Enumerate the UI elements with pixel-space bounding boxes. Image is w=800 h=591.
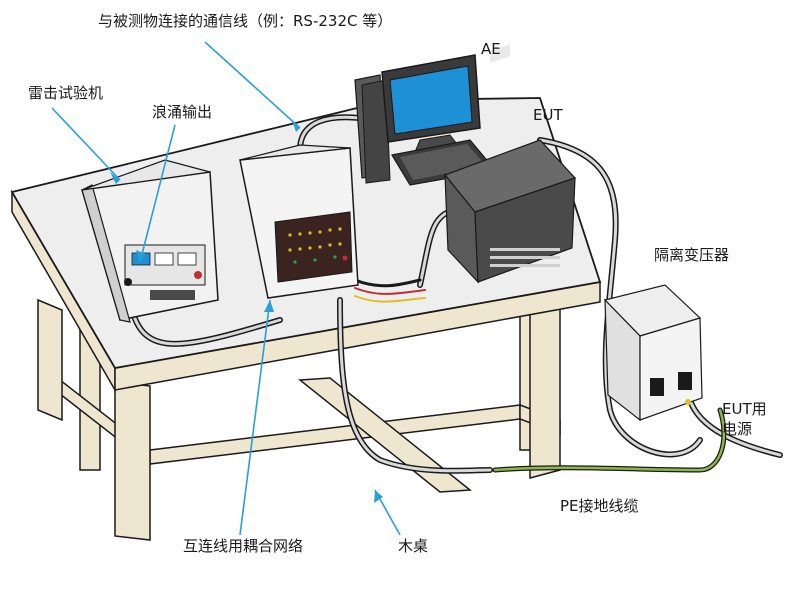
lightning-tester-label: 雷击试验机 [28,84,104,102]
isolation-transformer-unit [603,284,703,422]
cables [127,114,783,474]
isolation-transformer-label: 隔离变压器 [654,246,730,264]
pe-ground-cable-label: PE接地线缆 [560,497,639,515]
surge-output-label: 浪涌输出 [152,103,213,121]
lightning-tester-unit [81,159,219,323]
coupling-network-unit [239,144,359,299]
leader-lines [51,41,401,536]
ae-label: AE [481,40,501,58]
eut-label: EUT [533,106,563,124]
eut-power-label-line1: EUT用 [722,400,767,418]
eut-power-label-line2: 电源 [722,420,753,438]
interconnect-line-label: 与被测物连接的通信线（例：RS-232C 等） [98,12,393,30]
eut-unit [444,44,577,284]
ae-computer [354,54,497,186]
coupling-network-label: 互连线用耦合网络 [183,537,304,555]
wooden-table-label: 木桌 [398,537,429,555]
